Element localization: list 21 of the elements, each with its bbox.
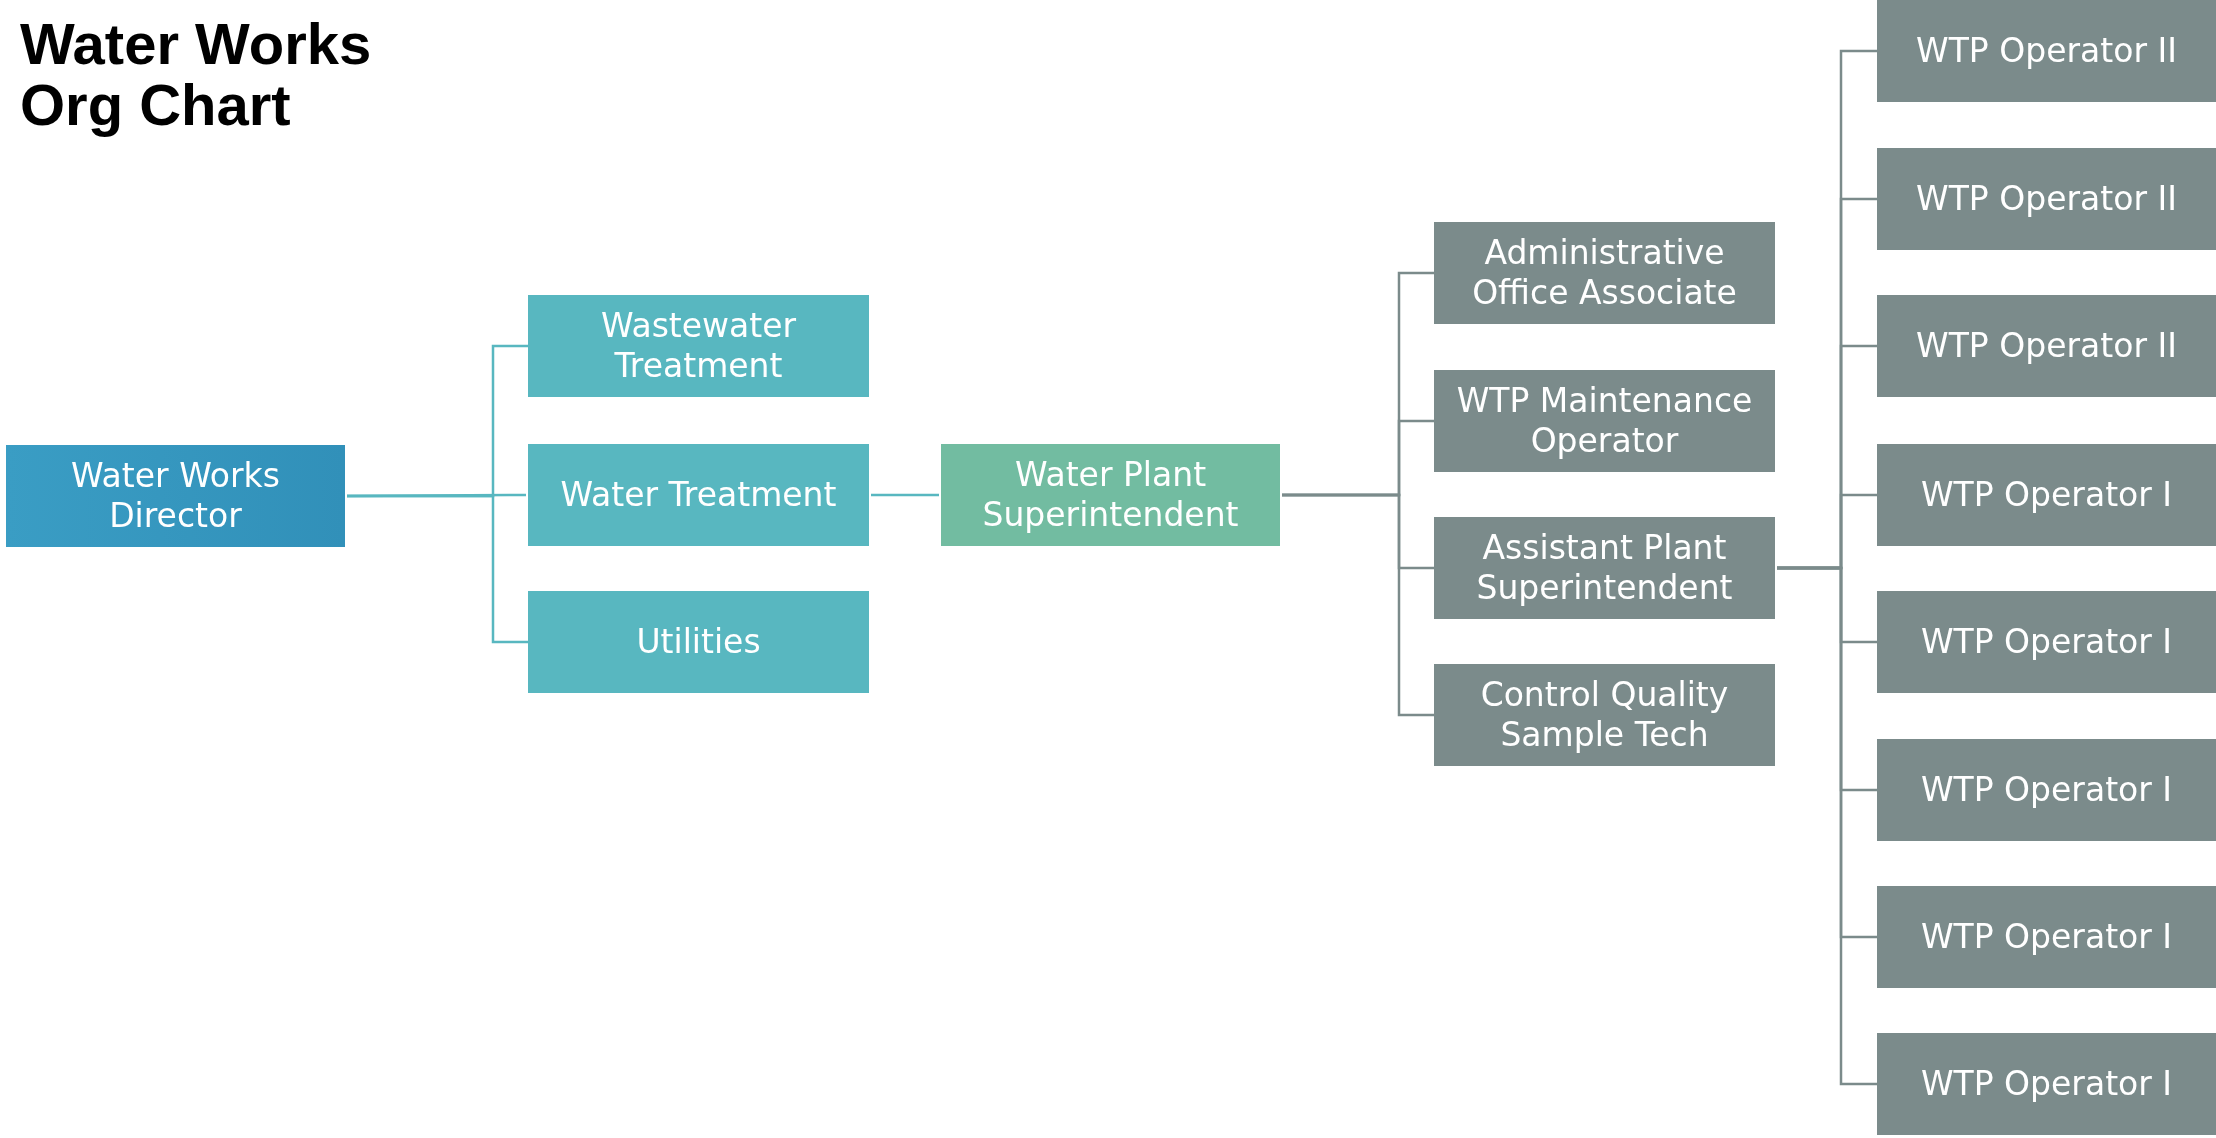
position-box: WTP Operator II xyxy=(1877,0,2216,102)
position-box: WTP Operator I xyxy=(1877,739,2216,841)
connector-line xyxy=(871,493,939,497)
position-box: WTP Operator I xyxy=(1877,591,2216,693)
connector-line xyxy=(347,494,528,644)
position-box: WTP Operator I xyxy=(1877,444,2216,546)
position-box: WTP Maintenance Operator xyxy=(1434,370,1775,472)
position-box: WTP Operator I xyxy=(1877,886,2216,988)
position-box: Water Treatment xyxy=(528,444,869,546)
position-box: Water Plant Superintendent xyxy=(941,444,1280,546)
position-box: Control Quality Sample Tech xyxy=(1434,664,1775,766)
position-box: WTP Operator II xyxy=(1877,148,2216,250)
position-box: Utilities xyxy=(528,591,869,693)
position-box: Water Works Director xyxy=(6,445,345,547)
chart-title: Water Works Org Chart xyxy=(20,14,373,136)
position-box: Administrative Office Associate xyxy=(1434,222,1775,324)
position-box: Assistant Plant Superintendent xyxy=(1434,517,1775,619)
connector-line xyxy=(1282,493,1434,717)
position-box: Wastewater Treatment xyxy=(528,295,869,397)
position-box: WTP Operator I xyxy=(1877,1033,2216,1135)
position-box: WTP Operator II xyxy=(1877,295,2216,397)
